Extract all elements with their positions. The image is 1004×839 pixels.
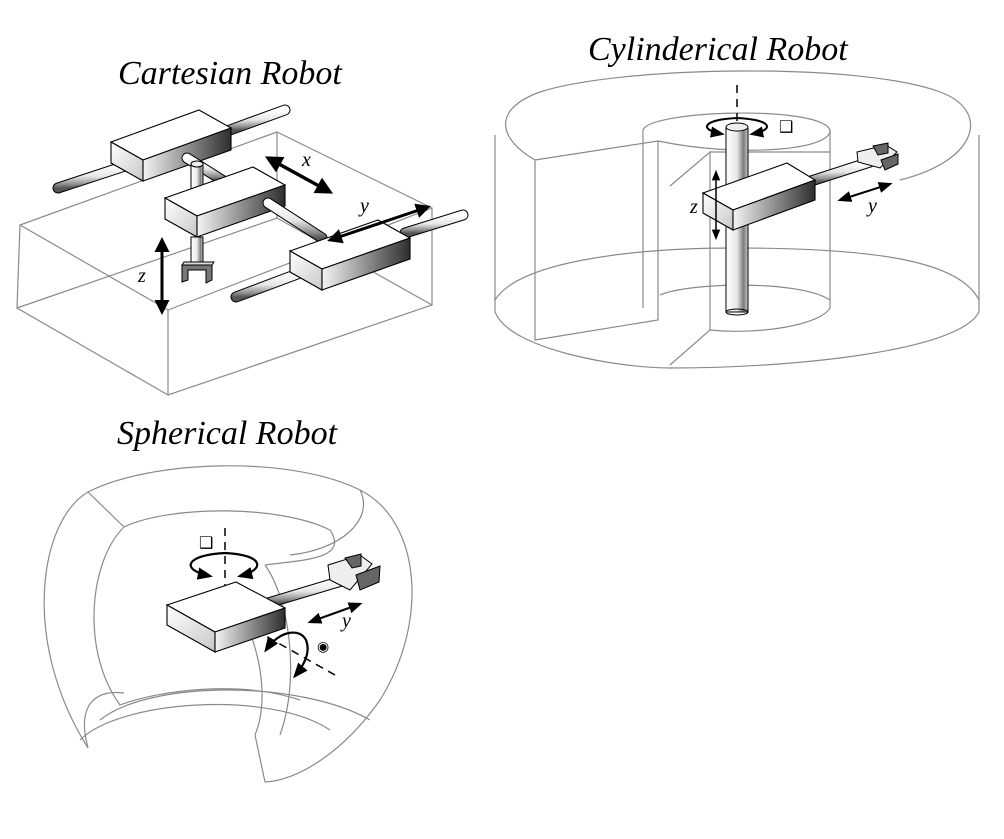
spherical-rotation-symbol-vertical: ❑ xyxy=(199,533,213,552)
cartesian-robot-title: Cartesian Robot xyxy=(118,55,343,92)
y-axis-label-cartesian: y xyxy=(358,195,369,217)
spherical-robot-panel: Spherical Robot ❑ xyxy=(43,415,413,783)
spherical-workspace xyxy=(43,465,413,783)
y-axis-arrow-cartesian xyxy=(327,203,431,244)
cartesian-gripper-icon xyxy=(181,261,215,284)
z-axis-label-cartesian: z xyxy=(137,265,146,287)
spherical-robot-title: Spherical Robot xyxy=(117,415,339,452)
cylindrical-rotation-arrow xyxy=(706,116,768,138)
spherical-arm-box xyxy=(165,581,287,653)
y-axis-arrow-spherical xyxy=(307,602,363,624)
cylindrical-workspace xyxy=(494,70,980,369)
cylindrical-rotation-symbol: ❑ xyxy=(779,117,793,136)
y-axis-arrow-cylindrical xyxy=(837,182,893,202)
cartesian-x-rail xyxy=(52,104,291,194)
cylindrical-gripper-icon xyxy=(856,142,899,171)
x-axis-arrow xyxy=(264,156,334,194)
cylindrical-slider-box xyxy=(701,162,817,231)
cartesian-robot-panel: Cartesian Robot xyxy=(16,55,469,396)
y-axis-label-spherical: y xyxy=(340,610,351,632)
y-axis-label-cylindrical: y xyxy=(866,195,877,217)
cylindrical-robot-panel: Cylinderical Robot xyxy=(494,31,980,369)
x-axis-label: x xyxy=(301,149,311,171)
spherical-rotation-symbol-horizontal: ◉ xyxy=(317,639,329,655)
spherical-rotation-arrow-vertical xyxy=(189,551,259,580)
spherical-gripper-icon xyxy=(327,553,381,591)
z-axis-label-cylindrical: z xyxy=(689,196,698,218)
cylindrical-robot-title: Cylinderical Robot xyxy=(588,31,849,68)
spherical-rotation-arrow-horizontal xyxy=(264,631,309,679)
